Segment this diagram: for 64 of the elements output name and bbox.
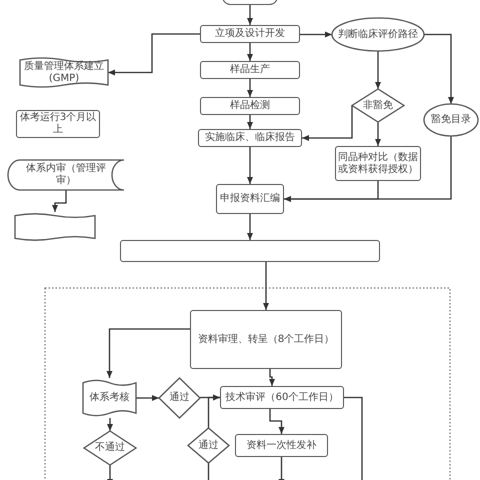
process-box xyxy=(216,184,284,214)
decision-diamond xyxy=(84,431,136,465)
process-box xyxy=(235,434,328,457)
decision-diamond xyxy=(188,428,229,463)
node-label: 技术审评（60个工作日） xyxy=(226,392,338,404)
node-label: 立项及设计开发 xyxy=(215,28,285,40)
arrow xyxy=(263,262,269,310)
node-label: 申报资料汇编 xyxy=(220,193,280,205)
node-label: 通过 xyxy=(170,392,190,404)
node-label: 判断临床评价路径 xyxy=(338,28,418,40)
arrow xyxy=(269,409,284,434)
node-label: 体系考核 xyxy=(90,392,130,404)
arrow xyxy=(247,214,253,240)
arrow xyxy=(278,457,284,480)
arrow xyxy=(247,147,253,184)
node-label: 豁免目录 xyxy=(431,114,471,126)
arrow xyxy=(208,394,220,428)
arrow xyxy=(52,190,67,212)
process-box xyxy=(120,240,380,262)
process-box xyxy=(190,310,342,369)
arrow xyxy=(424,34,454,104)
process-box xyxy=(200,97,300,115)
node-label: 质量管理体系建立 (GMP) xyxy=(23,60,105,84)
node-label: 体考运行3个月以上 xyxy=(19,112,97,136)
arrow xyxy=(107,465,113,480)
node-label: 资料一次性发补 xyxy=(246,440,316,452)
arrow xyxy=(108,33,200,76)
process-box xyxy=(200,25,300,43)
connector-line xyxy=(208,463,210,480)
node-label: 体系内审（管理评审） xyxy=(25,163,107,187)
arrow xyxy=(302,106,353,141)
arrow xyxy=(247,5,253,25)
arrow xyxy=(247,79,253,97)
arrow xyxy=(375,51,381,89)
node-label: 样品检测 xyxy=(230,100,270,112)
arrow xyxy=(247,115,253,129)
decision-diamond xyxy=(352,89,404,122)
node-label: 通过 xyxy=(198,440,218,452)
arrow xyxy=(300,32,332,38)
node-label: 资料审理、转呈（8个工作日） xyxy=(198,334,334,346)
decision-diamond xyxy=(159,378,200,418)
node-label: 实施临床、临床报告 xyxy=(205,132,295,144)
node-label: 不通过 xyxy=(95,442,125,454)
process-box xyxy=(335,146,421,181)
ellipse-node xyxy=(332,18,424,51)
node-label: 非豁免 xyxy=(363,100,393,112)
arrow xyxy=(284,181,379,202)
arrow xyxy=(269,369,275,386)
document-shape xyxy=(20,56,108,89)
ellipse-node xyxy=(424,104,478,136)
arrow xyxy=(247,43,253,61)
node-label: 样品生产 xyxy=(230,64,270,76)
process-box xyxy=(220,386,344,409)
process-box xyxy=(198,129,302,147)
document-shape xyxy=(15,212,95,242)
arrow xyxy=(375,122,381,146)
connector-line xyxy=(344,396,363,480)
process-box xyxy=(200,61,300,79)
document-shape xyxy=(83,378,136,418)
arrow xyxy=(136,395,159,401)
node-label: 同品种对比（数据或资料获得授权） xyxy=(338,152,418,176)
arrow xyxy=(107,418,113,431)
arrow xyxy=(106,328,190,378)
stored-data-shape xyxy=(8,160,124,190)
